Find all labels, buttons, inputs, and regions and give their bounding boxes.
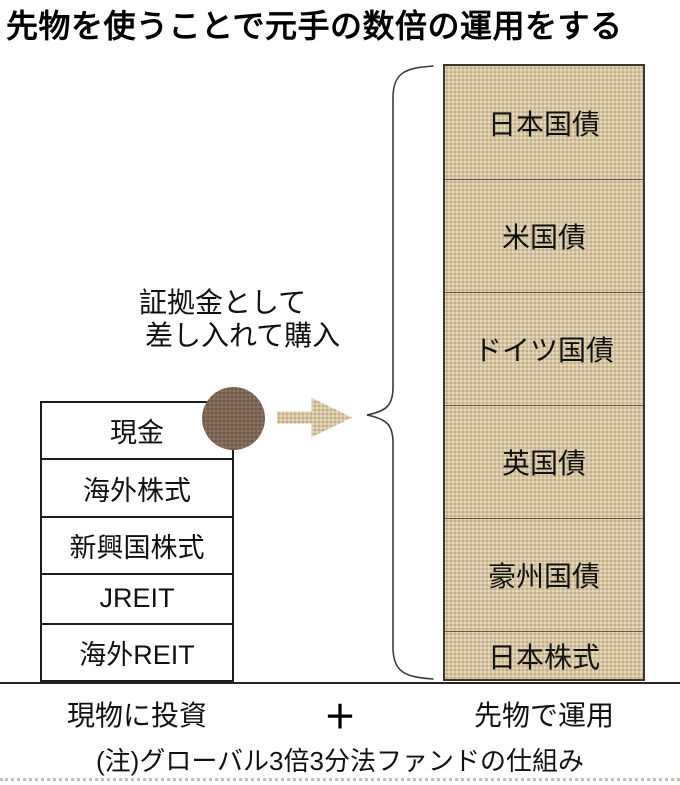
curly-brace [366,65,434,680]
stack-item-us-govt-bond: 米国債 [445,179,643,292]
futures-positions-stack: 日本国債 米国債 ドイツ国債 英国債 豪州国債 日本株式 [443,64,645,681]
margin-annotation: 証拠金として 差し入れて購入 [139,286,340,352]
plus-sign: ＋ [323,699,356,735]
stack-item-foreign-reit: 海外REIT [42,622,232,681]
stack-item-foreign-stocks: 海外株式 [42,458,232,516]
cash-highlight-circle [202,387,265,450]
footer-label-spot: 現物に投資 [66,700,207,731]
stack-item-australia-govt-bond: 豪州国債 [445,518,643,631]
stack-item-uk-govt-bond: 英国債 [445,405,643,518]
margin-annotation-line1: 証拠金として [139,287,307,318]
baseline-divider [0,682,680,684]
stack-item-japan-stocks: 日本株式 [445,631,643,679]
footnote: (注)グローバル3倍3分法ファンドの仕組み [96,746,584,776]
margin-annotation-line2: 差し入れて購入 [145,320,341,351]
stack-item-japan-govt-bond: 日本国債 [445,66,643,179]
page-title: 先物を使うことで元手の数倍の運用をする [6,8,623,44]
arrow-right-icon [277,397,352,438]
footer-label-futures: 先物で運用 [473,700,614,731]
stack-item-cash: 現金 [42,403,232,459]
bottom-dotted-rule [0,778,680,781]
spot-assets-stack: 現金 海外株式 新興国株式 JREIT 海外REIT [40,401,234,682]
stack-item-german-govt-bond: ドイツ国債 [445,292,643,405]
stack-item-jreit: JREIT [42,573,232,623]
stack-item-emerging-stocks: 新興国株式 [42,515,232,574]
